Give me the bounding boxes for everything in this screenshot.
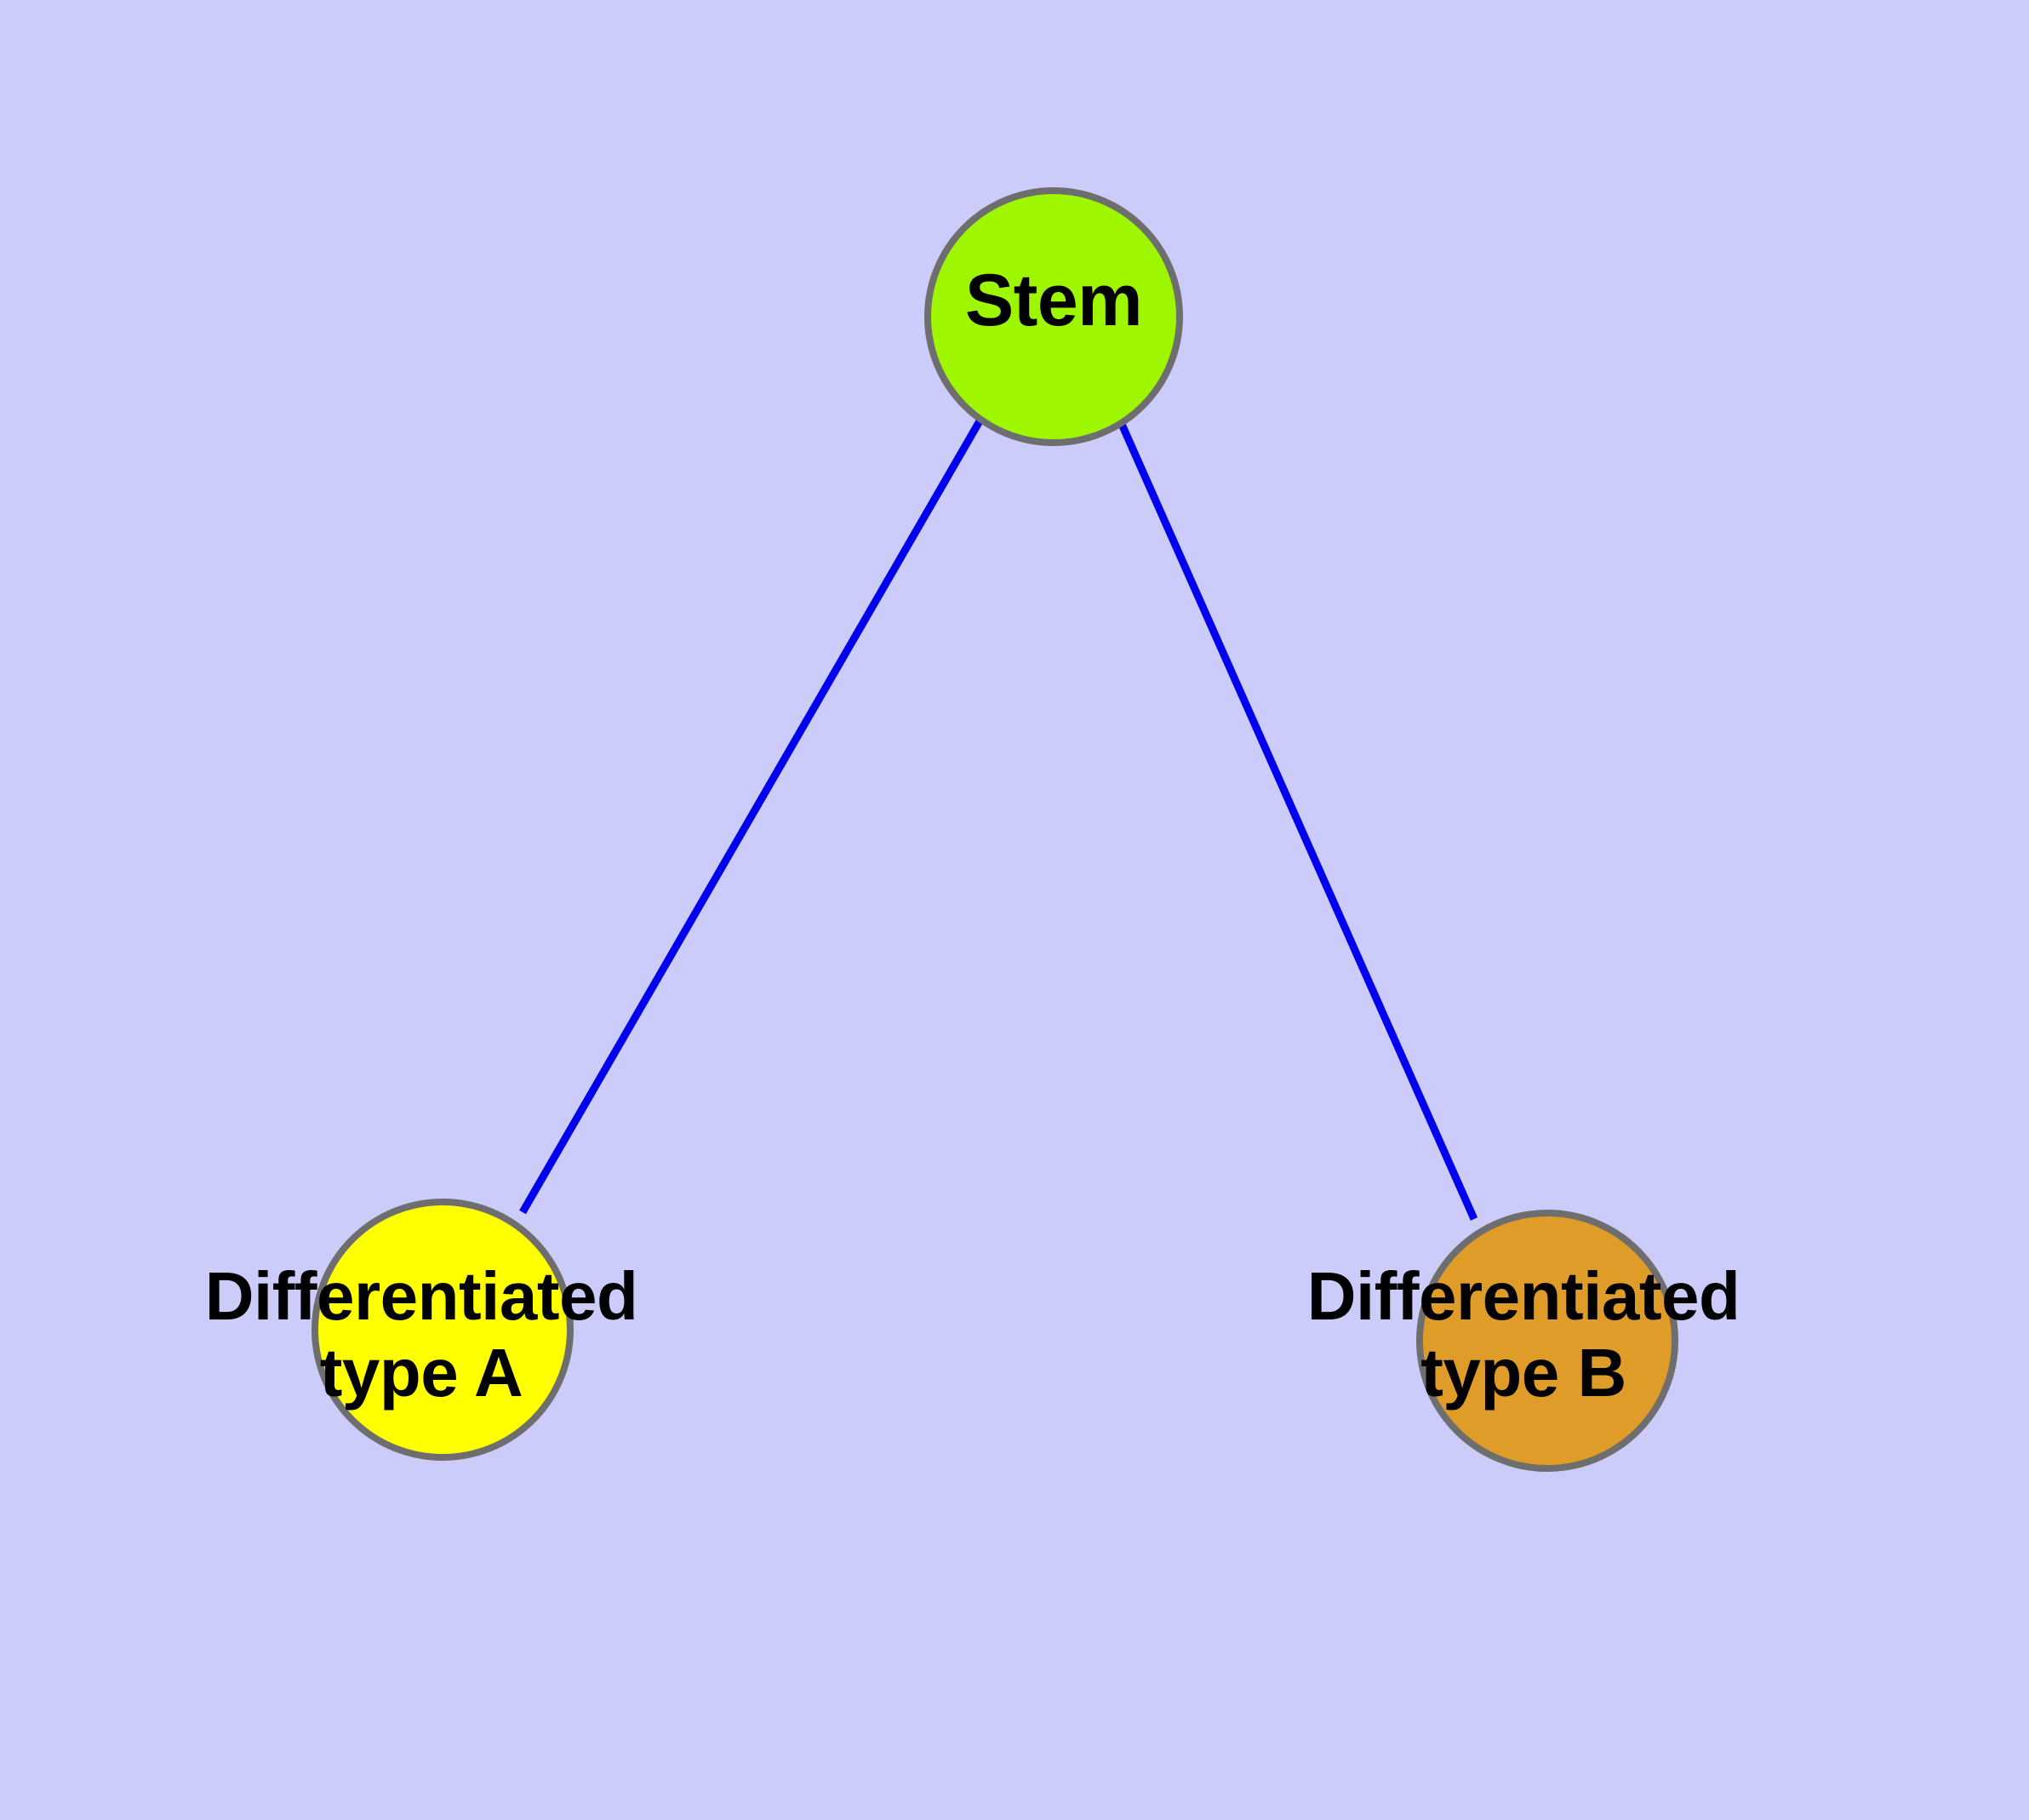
edge-stem-to-type-b[interactable] <box>1117 421 1478 1221</box>
node-differentiated-type-b[interactable] <box>1416 1210 1678 1472</box>
edge-stem-to-type-a[interactable] <box>519 417 984 1215</box>
node-layer <box>311 187 1678 1472</box>
edge-layer <box>519 417 1478 1221</box>
node-differentiated-type-a[interactable] <box>311 1199 574 1461</box>
node-stem[interactable] <box>924 187 1183 446</box>
